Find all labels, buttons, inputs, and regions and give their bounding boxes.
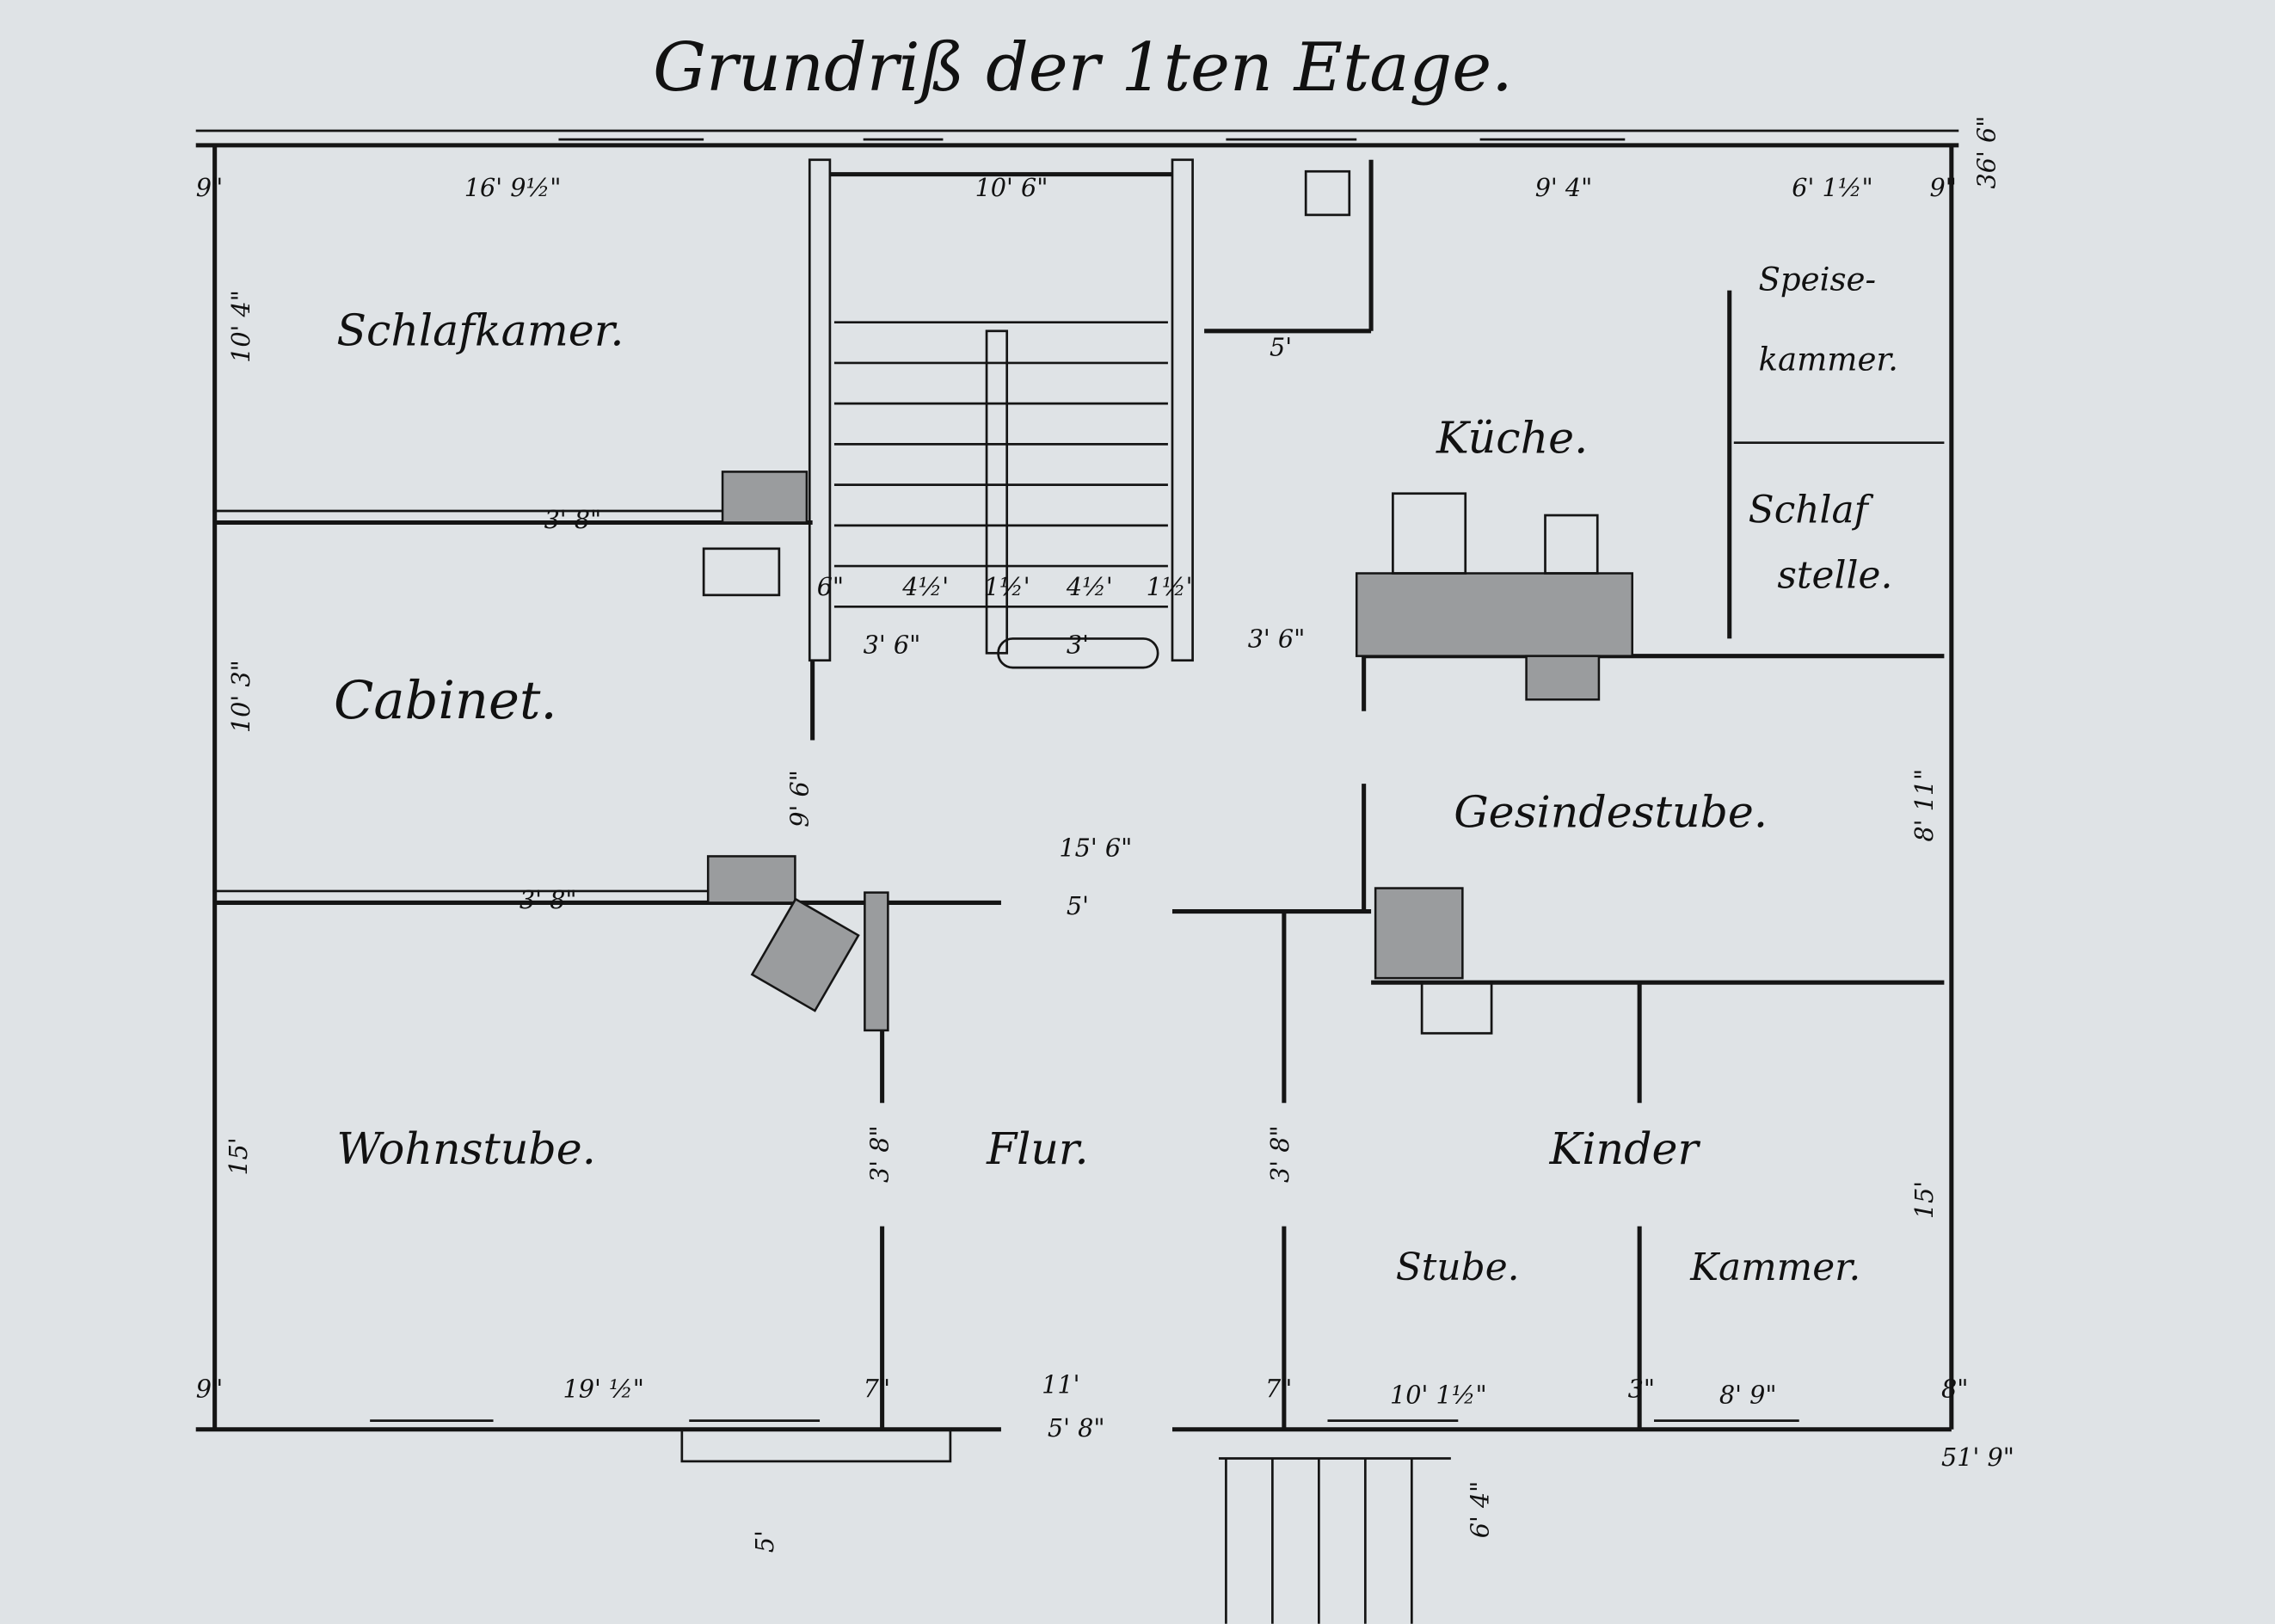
room-flur: Flur. (986, 1123, 1089, 1174)
dimension: 11' (1042, 1370, 1079, 1399)
dimension: 5' 8" (1048, 1413, 1105, 1443)
room-speisekammer-2: kammer. (1758, 341, 1897, 378)
room-schlafstelle-2: stelle. (1777, 553, 1892, 597)
dimension: 3' 6" (864, 630, 921, 659)
dimension: 15' (224, 1137, 253, 1175)
dimension: 3' 8" (864, 1125, 894, 1183)
dimension: 3' 6" (1248, 624, 1306, 654)
plan-title: Grundriß der 1ten Etage. (653, 29, 1513, 107)
room-kammer: Kammer. (1689, 1246, 1860, 1289)
outer-walls (195, 129, 1959, 1463)
dimension: 4½' (901, 572, 949, 601)
room-wohnstube: Wohnstube. (336, 1123, 596, 1174)
dimension: 1½' (984, 572, 1030, 601)
windows (370, 138, 1799, 1422)
dimension: 3' (1067, 630, 1089, 659)
dimension: 3' 8" (544, 505, 602, 534)
room-schlafkammer: Schlafkamer. (336, 305, 624, 356)
dimension: 8" (1941, 1375, 1968, 1404)
dimension: 10' 4" (226, 290, 255, 363)
dimension: 5' (1067, 891, 1089, 920)
room-stube: Stube. (1396, 1246, 1520, 1289)
dimension: 3' 8" (520, 885, 577, 914)
dimension: 9" (196, 173, 223, 202)
room-schlafstelle: Schlaf (1749, 488, 1874, 532)
dimension: 16' 9½" (464, 173, 562, 202)
dimension: 19' ½" (563, 1375, 644, 1404)
dimension: 7" (864, 1375, 890, 1404)
dimension: 3' 8" (1265, 1125, 1294, 1183)
dimension: 9' 4" (1535, 173, 1593, 202)
dimension: 6" (817, 572, 844, 601)
room-gesindestube: Gesindestube. (1454, 787, 1768, 838)
stoves (702, 471, 1633, 1035)
dimension: 8' 9" (1719, 1380, 1777, 1409)
dimension: 5' (1270, 332, 1292, 361)
room-speisekammer: Speise- (1758, 261, 1876, 298)
dimension: 9" (196, 1375, 223, 1404)
dimension: 10' 6" (975, 173, 1048, 202)
staircase (833, 321, 1168, 669)
room-labels: Schlafkamer. Cabinet. Küche. Speise- kam… (334, 261, 1898, 1289)
dimension: 4½' (1066, 572, 1113, 601)
dimension: 5' (750, 1530, 779, 1553)
front-steps (1218, 1457, 1451, 1624)
dimension: 9" (1930, 173, 1957, 202)
room-kueche: Küche. (1436, 413, 1588, 464)
dimension: 3" (1628, 1375, 1655, 1404)
dimension: 10' 3" (226, 660, 255, 733)
dimension: 7" (1265, 1375, 1292, 1404)
dimension: 8' 11" (1909, 769, 1939, 842)
dimension: 15' 6" (1059, 833, 1132, 862)
dimension: 51' 9" (1941, 1443, 2014, 1472)
dimension: 10' 1½" (1390, 1380, 1487, 1409)
dimension: 6' 1½" (1792, 173, 1872, 202)
room-kinder: Kinder (1549, 1123, 1701, 1174)
dimension: 1½' (1147, 572, 1193, 601)
room-cabinet: Cabinet. (334, 671, 557, 731)
dimension: 15' (1909, 1181, 1939, 1219)
dimension: 9' 6" (785, 770, 815, 827)
dimension: 36' 6" (1971, 116, 2001, 189)
dimension: 6' 4" (1466, 1481, 1495, 1539)
dimension-labels: 16' 9½" 10' 6" 9' 4" 6' 1½" 36' 6" 9" 10… (196, 116, 2014, 1553)
